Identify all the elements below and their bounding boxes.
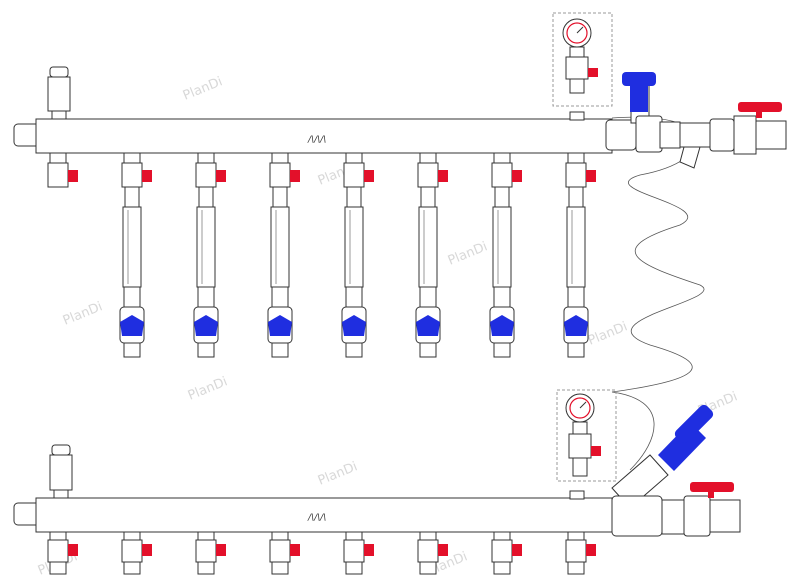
upper-red-lever-handle: [738, 102, 782, 112]
outlet-red-handle: [438, 170, 448, 182]
watermark-label: PlanDi: [316, 459, 360, 488]
return-outlet: [417, 531, 448, 575]
supply-outlet: [563, 152, 596, 358]
lower-blue-valve-cap: [674, 404, 714, 444]
outlet-red-handle: [586, 170, 596, 182]
blue-valve-knob: [416, 315, 440, 336]
supply-air-vent: [47, 66, 71, 120]
outlet-red-handle: [512, 544, 522, 556]
return-outlet: [121, 531, 152, 575]
supply-manifold-bar: [35, 118, 613, 154]
capillary-tube: [611, 116, 705, 471]
upper-blue-valve-cap: [622, 72, 656, 86]
return-outlet: [47, 531, 78, 575]
lower-ball-valve: [661, 482, 741, 537]
return-manifold-bar: [35, 497, 613, 533]
flowmeter: [341, 186, 367, 358]
watermark-label: PlanDi: [186, 374, 230, 403]
upper-balancing-valve: [605, 72, 681, 153]
flowmeter: [119, 186, 145, 358]
supply-outlet: [267, 152, 300, 358]
flowmeter: [489, 186, 515, 358]
lower-gauge-red-handle: [591, 446, 601, 456]
outlet-red-handle: [216, 544, 226, 556]
supply-top-port: [569, 111, 585, 121]
upper-strainer: [679, 122, 711, 169]
outlet-red-handle: [290, 170, 300, 182]
flowmeter: [563, 186, 589, 358]
outlet-red-handle: [68, 544, 78, 556]
return-outlet: [269, 531, 300, 575]
watermark-label: PlanDi: [586, 319, 630, 348]
outlet-red-handle: [142, 544, 152, 556]
blue-valve-knob: [490, 315, 514, 336]
flowmeter: [193, 186, 219, 358]
lower-balancing-valve: [611, 404, 714, 537]
lower-gauge-assembly: [556, 389, 617, 482]
watermark-label: PlanDi: [446, 239, 490, 268]
watermark-label: PlanDi: [181, 74, 225, 103]
supply-outlet: [341, 152, 374, 358]
outlet-red-handle: [290, 544, 300, 556]
blue-valve-knob: [268, 315, 292, 336]
outlet-red-handle: [364, 170, 374, 182]
outlet-red-handle: [438, 544, 448, 556]
outlet-red-handle: [364, 544, 374, 556]
return-outlet: [343, 531, 374, 575]
outlet-red-handle: [142, 170, 152, 182]
return-top-port: [569, 490, 585, 500]
blue-valve-knob: [194, 315, 218, 336]
return-outlet: [491, 531, 522, 575]
return-outlet: [195, 531, 226, 575]
return-outlets: [47, 531, 596, 575]
flowmeter: [415, 186, 441, 358]
return-air-vent: [49, 444, 73, 499]
upper-gauge-red-handle: [588, 68, 598, 77]
lower-red-lever-handle: [690, 482, 734, 492]
return-manifold: /\/\/\: [13, 444, 613, 575]
upper-gauge-frame: [552, 12, 613, 107]
return-outlet: [565, 531, 596, 575]
supply-manifold: /\/\/\: [13, 66, 613, 358]
upper-gauge-assembly: [552, 12, 613, 107]
outlet-red-handle: [68, 170, 78, 182]
return-brand-mark: /\/\/\: [307, 513, 326, 523]
blue-valve-knob: [120, 315, 144, 336]
outlet-red-handle: [216, 170, 226, 182]
supply-brand-mark: /\/\/\: [307, 135, 326, 145]
outlet-red-handle: [586, 544, 596, 556]
supply-outlet: [489, 152, 522, 358]
supply-outlet: [119, 152, 152, 358]
blue-valve-knob: [342, 315, 366, 336]
blue-valve-knob: [564, 315, 588, 336]
supply-outlet: [193, 152, 226, 358]
supply-outlet: [47, 152, 78, 188]
flowmeter: [267, 186, 293, 358]
outlet-red-handle: [512, 170, 522, 182]
watermark-label: PlanDi: [61, 299, 105, 328]
supply-outlet: [415, 152, 448, 358]
upper-ball-valve: [709, 102, 787, 155]
supply-outlets: [47, 152, 596, 358]
